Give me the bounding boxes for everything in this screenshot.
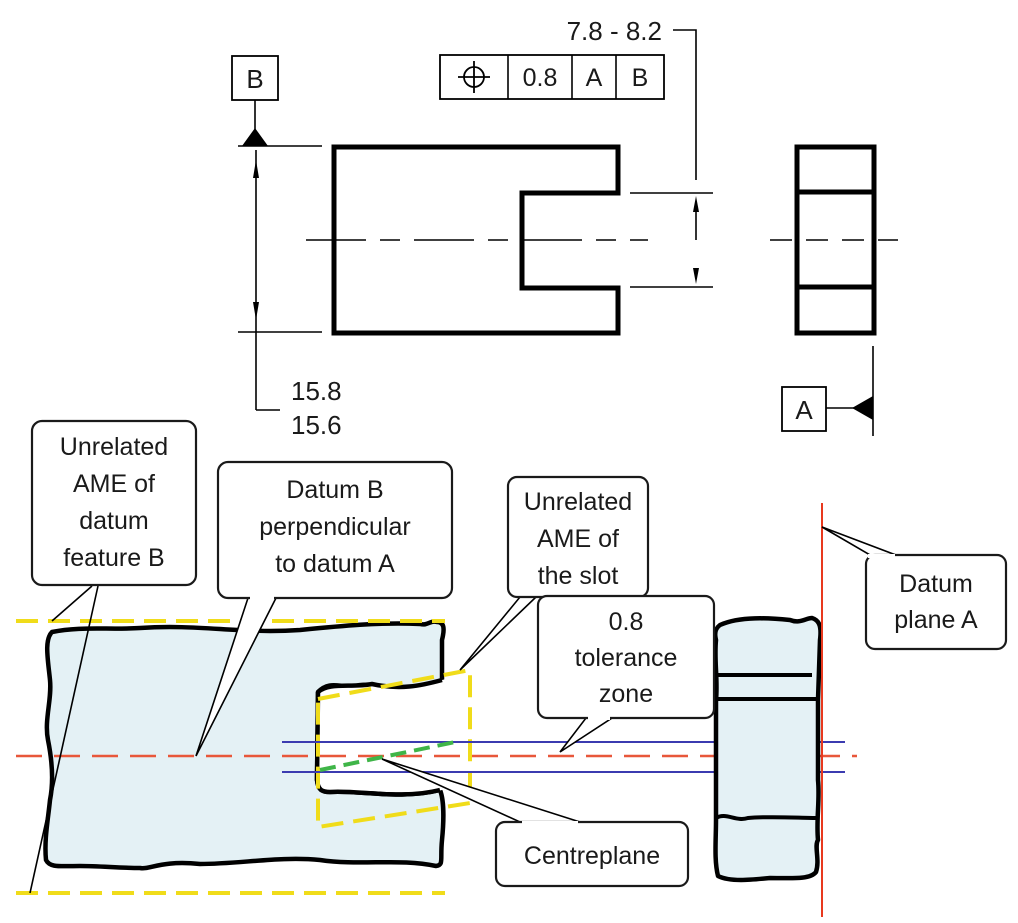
datum-triangle-icon xyxy=(242,128,268,146)
callout-line: to datum A xyxy=(275,550,395,578)
callout-line: Datum B xyxy=(286,476,383,504)
callout-line: perpendicular xyxy=(259,513,411,541)
side-view-outline xyxy=(794,144,877,336)
callout-tolerance-zone: 0.8 tolerance zone xyxy=(536,594,716,753)
datum-triangle-icon xyxy=(852,396,873,420)
height-dim-upper: 15.8 xyxy=(291,376,342,406)
callout-centreplane: Centreplane xyxy=(381,758,690,888)
callout-datum-b-perpendicular: Datum B perpendicular to datum A xyxy=(195,460,454,757)
ame-slot xyxy=(316,667,472,830)
arrowhead-up-icon xyxy=(693,196,699,212)
callout-line: Datum xyxy=(899,570,973,598)
callout-line: plane A xyxy=(894,606,978,634)
callout-line: feature B xyxy=(63,544,164,572)
callout-line: Unrelated xyxy=(60,433,168,461)
position-icon xyxy=(458,61,490,93)
callout-line: 0.8 xyxy=(609,608,644,636)
side-part-line xyxy=(714,814,819,821)
front-view: 15.8 15.6 B 0.8 A B 7.8 - 8.2 xyxy=(231,16,713,440)
callout-line: zone xyxy=(599,680,653,708)
callout-line: datum xyxy=(79,507,148,535)
callout-datum-plane-a: Datum plane A xyxy=(821,526,1008,651)
callout-line: AME of xyxy=(537,525,619,553)
callout-unrelated-ame-slot: Unrelated AME of the slot xyxy=(459,475,650,671)
slot-width-dim: 7.8 - 8.2 xyxy=(567,16,662,46)
height-dim-lower: 15.6 xyxy=(291,410,342,440)
slot-width-leader xyxy=(673,29,697,180)
datum-b-box xyxy=(231,55,279,101)
actual-part-side xyxy=(712,615,823,883)
callout-line: Unrelated xyxy=(524,488,632,516)
callout-box xyxy=(30,419,198,587)
arrowhead-up-icon xyxy=(253,160,259,178)
callout-pointer xyxy=(29,585,99,894)
callout-line: AME of xyxy=(73,470,155,498)
callout-box xyxy=(216,460,454,600)
callout-unrelated-ame-b: Unrelated AME of datum feature B xyxy=(29,419,198,894)
callout-box xyxy=(536,594,716,720)
part-outline xyxy=(331,144,621,336)
datum-a-label: A xyxy=(795,395,813,425)
arrowhead-down-icon xyxy=(253,302,259,320)
fcf-tolerance: 0.8 xyxy=(523,64,558,92)
datum-a-box xyxy=(781,386,827,432)
arrowhead-down-icon xyxy=(693,268,699,284)
side-view: A xyxy=(770,144,898,436)
callout-box xyxy=(864,553,1008,651)
callout-line: Centreplane xyxy=(524,842,660,870)
fcf-secondary-datum: B xyxy=(632,64,649,92)
callout-box xyxy=(494,820,690,888)
callout-pointer xyxy=(459,596,538,671)
interpretation: Unrelated AME of datum feature B Datum B… xyxy=(16,419,1008,917)
callout-pointer xyxy=(821,526,897,556)
callout-pointer xyxy=(559,717,615,753)
feature-control-frame: 0.8 A B xyxy=(439,54,665,100)
callout-line: tolerance xyxy=(575,644,678,672)
callout-line: the slot xyxy=(538,562,619,590)
callout-pointer xyxy=(51,585,93,622)
slot-edge-top xyxy=(316,677,443,694)
fcf-primary-datum: A xyxy=(586,64,603,92)
datum-b-label: B xyxy=(246,64,263,94)
